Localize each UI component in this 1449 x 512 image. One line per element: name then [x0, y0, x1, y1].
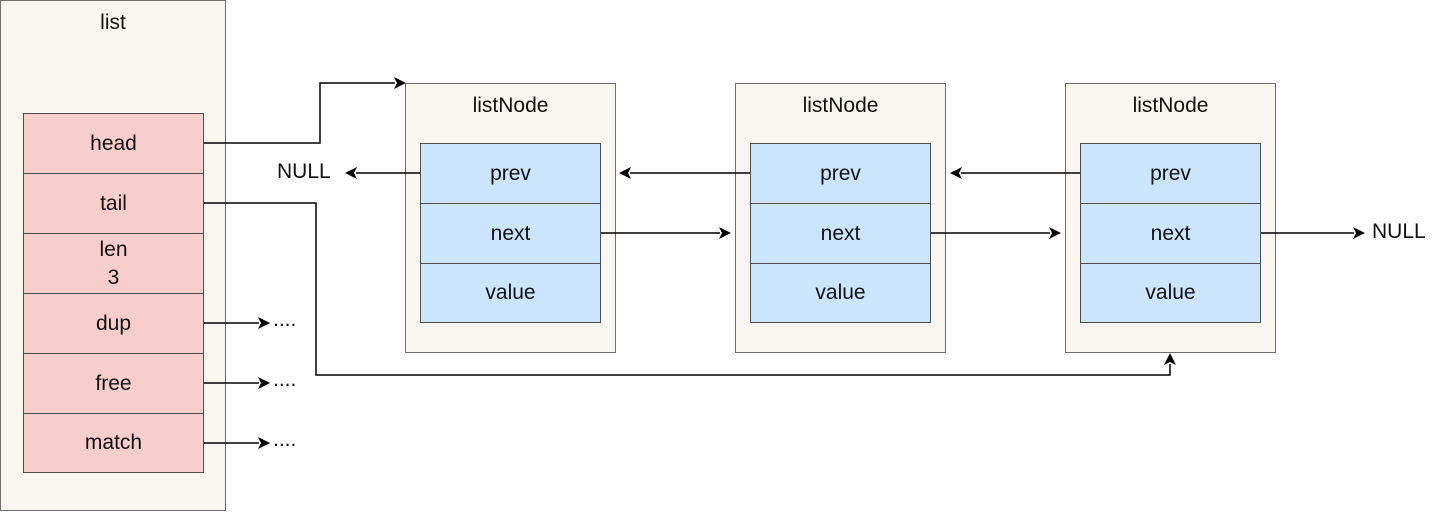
list-field-tail: tail	[23, 173, 204, 234]
node-2-next: next	[750, 203, 931, 264]
list-title: list	[100, 11, 126, 34]
node-2-title: listNode	[802, 94, 879, 117]
dup-pointer-arrow	[204, 317, 270, 329]
match-pointer-arrow	[204, 437, 270, 449]
node-3-prev-arrow	[950, 167, 1080, 179]
len-value: 3	[107, 265, 120, 289]
node-3-prev: prev	[1080, 143, 1261, 204]
null-left-label: NULL	[277, 160, 331, 183]
node-2-next-arrow	[931, 227, 1061, 239]
dup-target-label: ....	[273, 308, 297, 331]
free-pointer-arrow	[204, 377, 270, 389]
node-2-prev-arrow	[619, 167, 750, 179]
head-pointer-arrow	[204, 77, 406, 144]
node-1-value: value	[420, 263, 601, 323]
node-3-value: value	[1080, 263, 1261, 323]
list-field-free: free	[23, 353, 204, 414]
node-1-next-arrow	[601, 227, 731, 239]
node-3-next: next	[1080, 203, 1261, 264]
list-field-match: match	[23, 413, 204, 473]
len-label: len	[99, 237, 128, 261]
node-3-title: listNode	[1132, 94, 1209, 117]
tail-pointer-arrow	[204, 202, 1176, 376]
free-target-label: ....	[273, 368, 297, 391]
node-1-prev-arrow	[345, 167, 420, 179]
null-right-label: NULL	[1372, 220, 1426, 243]
node-1-next: next	[420, 203, 601, 264]
list-field-dup: dup	[23, 293, 204, 354]
node-2-prev: prev	[750, 143, 931, 204]
node-2-value: value	[750, 263, 931, 323]
node-3-next-arrow	[1261, 227, 1365, 239]
match-target-label: ....	[273, 428, 297, 451]
node-1-title: listNode	[472, 94, 549, 117]
